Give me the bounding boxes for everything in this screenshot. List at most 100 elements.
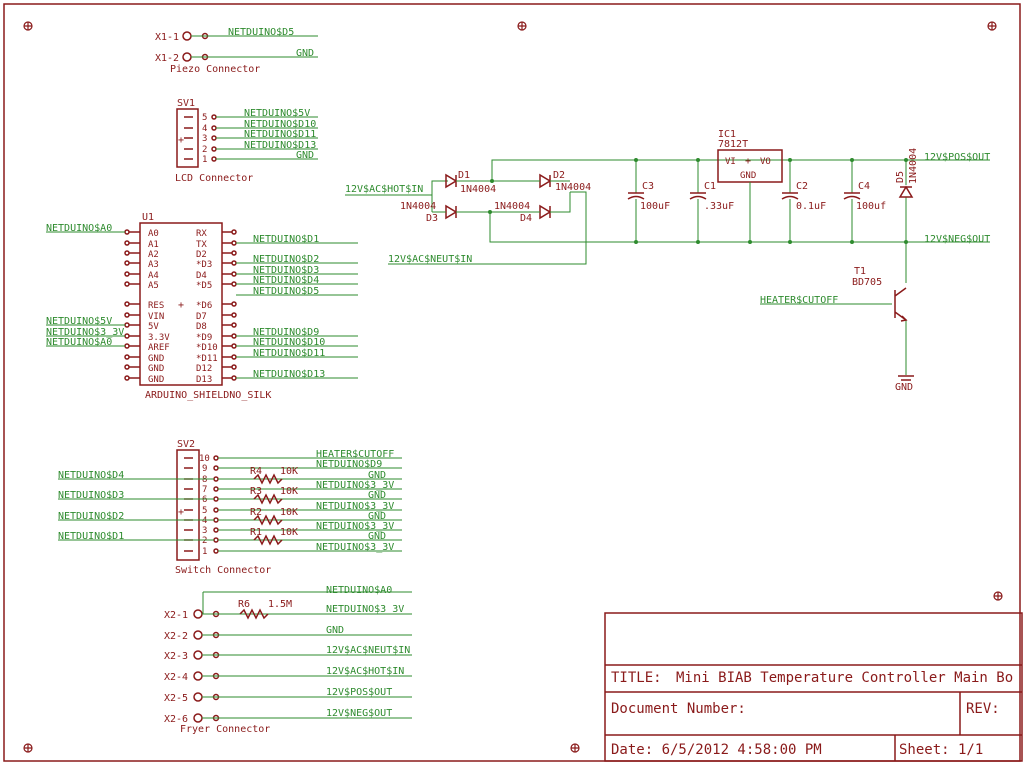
piezo-net-2: GND: [296, 48, 314, 59]
regulator-ic1: IC1 7812T VI + VO GND: [717, 129, 783, 244]
ic1-part: 7812T: [718, 139, 748, 150]
gnd-label: GND: [895, 382, 913, 393]
piezo-net-1: NETDUINO$D5: [228, 27, 294, 38]
power-supply: 12V$AC$HOT$IN 12V$AC$NEUT$IN D1 1N4004 D…: [345, 129, 990, 393]
arduino-right-pin-label: *D5: [196, 281, 212, 291]
switch-left-net: NETDUINO$D3: [58, 490, 124, 501]
title-label: TITLE:: [611, 670, 662, 686]
lcd-connector-title: LCD Connector: [175, 173, 253, 184]
document-number-label: Document Number:: [611, 701, 746, 717]
arduino-right-net: NETDUINO$D4: [253, 275, 319, 286]
fryer-pin-label: X2-1: [164, 610, 188, 621]
neg-out-net: 12V$NEG$OUT: [924, 234, 990, 245]
switch-resistor-value: 10K: [280, 466, 298, 477]
lcd-pin-number: 4: [202, 124, 207, 134]
switch-pin-terminal: [213, 537, 219, 543]
arduino-right-net: NETDUINO$D11: [253, 348, 325, 359]
fryer-pin-label: X2-6: [164, 714, 188, 725]
switch-pin-number: 7: [202, 485, 207, 495]
lcd-net-label: NETDUINO$D11: [244, 129, 316, 140]
arduino-right-net: NETDUINO$D10: [253, 337, 325, 348]
d1-type: 1N4004: [460, 184, 496, 195]
registration-marks: [23, 21, 1003, 753]
fryer-connector-title: Fryer Connector: [180, 724, 270, 735]
arduino-left-pin-label: AREF: [148, 343, 170, 353]
lcd-ref: SV1: [177, 98, 195, 109]
arduino-right-pin-label: D4: [196, 271, 207, 281]
heater-cutoff-net: HEATER$CUTOFF: [760, 295, 838, 306]
arduino-left-terminal: [124, 229, 130, 235]
arduino-left-terminal: [124, 260, 130, 266]
arduino-left-terminal: [124, 333, 130, 339]
fryer-pin-label: X2-4: [164, 672, 188, 683]
arduino-right-terminal: [231, 312, 237, 318]
fryer-net-a0: NETDUINO$A0: [326, 585, 392, 596]
arduino-right-pin-label: D8: [196, 322, 207, 332]
arduino-right-terminal: [231, 343, 237, 349]
lcd-net-label: NETDUINO$5V: [244, 108, 310, 119]
arduino-right-pin-label: *D11: [196, 354, 218, 364]
arduino-left-terminal: [124, 240, 130, 246]
arduino-right-net: NETDUINO$D13: [253, 369, 325, 380]
fryer-net-label: GND: [326, 625, 344, 636]
fryer-net-label: NETDUINO$3_3V: [326, 604, 404, 615]
arduino-left-terminal: [124, 354, 130, 360]
d3-type: 1N4004: [400, 201, 436, 212]
arduino-right-pin-label: D2: [196, 250, 207, 260]
title-value: Mini BIAB Temperature Controller Main Bo: [676, 670, 1013, 686]
arduino-left-pin-label: GND: [148, 364, 164, 374]
d4-label: D4: [520, 213, 532, 224]
lcd-pin-number: 5: [202, 113, 207, 123]
lcd-pin-number: 2: [202, 145, 207, 155]
switch-pin-terminal: [213, 465, 219, 471]
piezo-connector-title: Piezo Connector: [170, 64, 260, 75]
switch-pin-number: 9: [202, 464, 207, 474]
switch-pin-terminal: [213, 496, 219, 502]
fryer-net-label: 12V$POS$OUT: [326, 687, 392, 698]
lcd-pin-terminal: [211, 156, 217, 162]
d5-type: 1N4004: [908, 148, 919, 184]
fryer-net-label: 12V$AC$NEUT$IN: [326, 645, 410, 656]
arduino-right-terminal: [231, 333, 237, 339]
lcd-pin-terminal: [211, 125, 217, 131]
switch-resistor-value: 10K: [280, 527, 298, 538]
arduino-left-terminal: [124, 281, 130, 287]
arduino-left-pin-label: A1: [148, 240, 159, 250]
ic1-ref: IC1: [718, 129, 736, 140]
arduino-shield: U1 + A0A1A2A3A4A5RESVIN5V3.3VAREFGNDGNDG…: [46, 212, 358, 401]
lcd-pin-number: 3: [202, 134, 207, 144]
fryer-rows: X2-1NETDUINO$3_3VX2-2GNDX2-312V$AC$NEUT$…: [164, 604, 412, 725]
fryer-pin-socket: [193, 671, 203, 681]
switch-net-label: NETDUINO$3_3V: [316, 521, 394, 532]
fryer-pin-label: X2-3: [164, 651, 188, 662]
lcd-pin-number: 1: [202, 155, 207, 165]
lcd-net-label: NETDUINO$D10: [244, 119, 316, 130]
switch-pin-terminal: [213, 527, 219, 533]
arduino-right-net: NETDUINO$D9: [253, 327, 319, 338]
arduino-right-pin-label: D12: [196, 364, 212, 374]
arduino-right-pin-label: D13: [196, 375, 212, 385]
rev-label: REV:: [966, 701, 1000, 717]
switch-net-label: GND: [368, 490, 386, 501]
switch-resistor-value: 10K: [280, 486, 298, 497]
arduino-left-terminal: [124, 250, 130, 256]
switch-net-label: NETDUINO$3_3V: [316, 501, 394, 512]
c4-value: 100uf: [856, 201, 886, 212]
fryer-connector: X2-1NETDUINO$3_3VX2-2GNDX2-312V$AC$NEUT$…: [164, 585, 412, 735]
filter-capacitors: C3 100uF C1 .33uF C2 0.1uF C4 100uf: [627, 158, 886, 244]
arduino-right-pin-label: TX: [196, 240, 207, 250]
arduino-left-net: NETDUINO$3_3V: [46, 327, 124, 338]
ic1-vo: VO: [760, 157, 771, 167]
switch-resistor: [253, 514, 283, 526]
switch-pin-terminal: [213, 455, 219, 461]
switch-pin-number: 4: [202, 516, 207, 526]
switch-pin-terminal: [213, 548, 219, 554]
fryer-pin-socket: [193, 692, 203, 702]
switch-resistor-ref: R3: [250, 486, 262, 497]
arduino-left-terminal: [124, 343, 130, 349]
t1-label: T1: [854, 266, 866, 277]
arduino-ref: U1: [142, 212, 154, 223]
arduino-right-terminal: [231, 322, 237, 328]
